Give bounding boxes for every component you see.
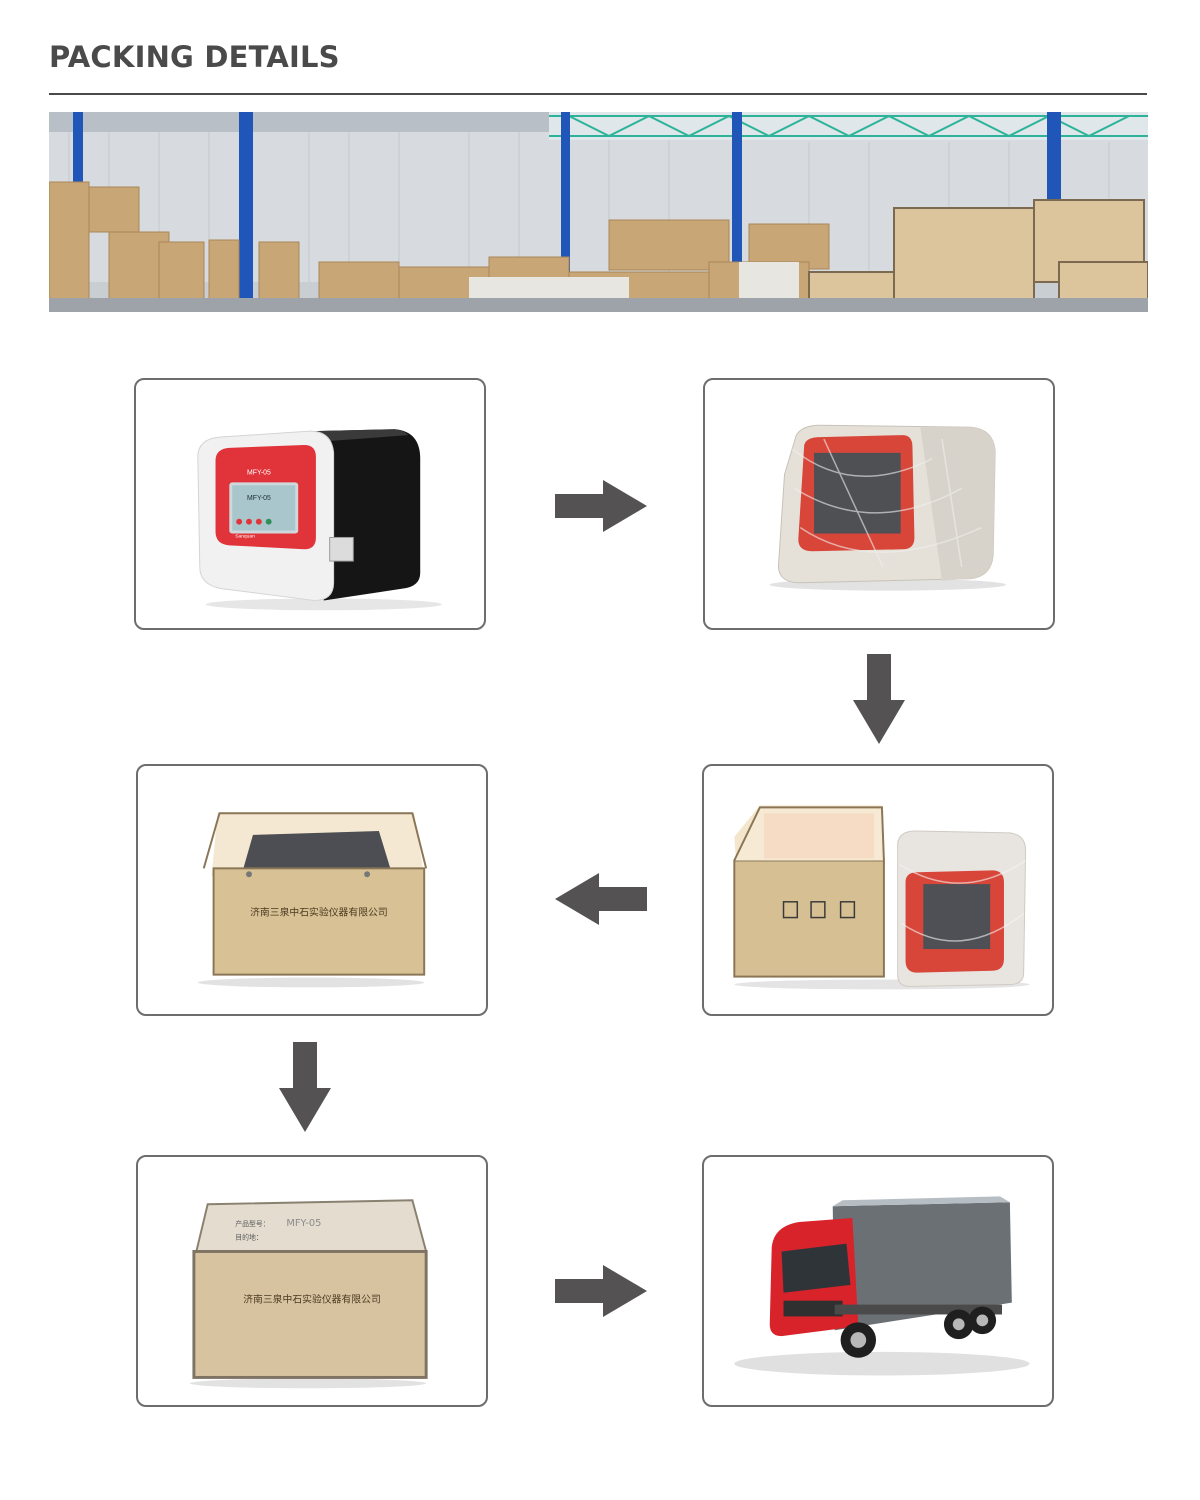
arrow-right-2 [555,1265,647,1317]
step-film-wrap-card [703,378,1055,630]
step-truck-card [702,1155,1054,1407]
step-instrument-card: MFY-05 MFY-05 Sanquan [134,378,486,630]
arrow-down-2 [279,1042,331,1132]
handwritten-model-label: MFY-05 [286,1218,321,1229]
arrow-down-1 [853,654,905,744]
crate-company-text: 济南三泉中石实验仪器有限公司 [250,906,388,919]
warehouse-banner [49,112,1148,312]
step-sealed-crate-card: 产品型号： 目的地： MFY-05 济南三泉中石实验仪器有限公司 [136,1155,488,1407]
arrow-left-1 [555,873,647,925]
screen-model-label: MFY-05 [247,495,271,502]
page-title: PACKING DETAILS [49,40,340,74]
label-row-1: 产品型号： [235,1219,269,1228]
step-open-crate-card: 济南三泉中石实验仪器有限公司 [136,764,488,1016]
brand-label: Sanquan [235,533,255,539]
arrow-right-1 [555,480,647,532]
instrument-model-label: MFY-05 [247,469,271,476]
step-crate-and-instrument-card [702,764,1054,1016]
label-row-2: 目的地： [235,1233,263,1242]
sealed-crate-company-text: 济南三泉中石实验仪器有限公司 [243,1293,381,1306]
title-divider [49,93,1147,95]
